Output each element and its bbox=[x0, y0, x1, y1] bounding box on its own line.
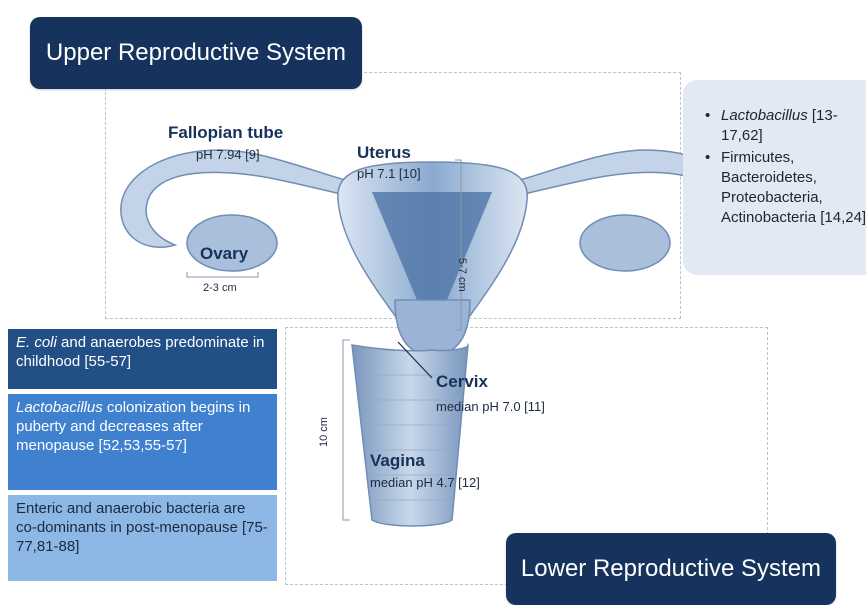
cervix-ph: median pH 7.0 [11] bbox=[436, 399, 545, 414]
uterus-label: Uterus bbox=[357, 143, 411, 163]
vagina-length-bracket bbox=[343, 340, 350, 520]
cervix-shape bbox=[395, 300, 470, 355]
postmenopause-microbiota-box: Enteric and anaerobic bacteria are co-do… bbox=[8, 495, 277, 581]
upper-reproductive-system-header: Upper Reproductive System bbox=[30, 17, 362, 89]
cervix-label: Cervix bbox=[436, 372, 488, 392]
ovary-size-bracket bbox=[187, 272, 258, 277]
ovary-label: Ovary bbox=[200, 244, 248, 264]
list-item: Firmicutes, Bacteroidetes, Proteobacteri… bbox=[705, 148, 866, 228]
lower-reproductive-system-header: Lower Reproductive System bbox=[506, 533, 836, 605]
upper-microbiota-list: Lactobacillus [13-17,62] Firmicutes, Bac… bbox=[705, 106, 866, 228]
puberty-microbiota-box: Lactobacillus colonization begins in pub… bbox=[8, 394, 277, 490]
fallopian-tube-ph: pH 7.94 [9] bbox=[196, 147, 260, 162]
ovary-right bbox=[580, 215, 670, 271]
fallopian-tube-label: Fallopian tube bbox=[168, 123, 283, 143]
vagina-length: 10 cm bbox=[318, 417, 330, 447]
vagina-ph: median pH 4.7 [12] bbox=[370, 475, 480, 490]
list-item: Lactobacillus [13-17,62] bbox=[705, 106, 866, 146]
upper-microbiota-panel: Lactobacillus [13-17,62] Firmicutes, Bac… bbox=[683, 80, 866, 275]
ovary-size: 2-3 cm bbox=[203, 282, 237, 294]
uterus-length: 5-7 cm bbox=[456, 258, 468, 292]
vagina-label: Vagina bbox=[370, 451, 425, 471]
uterus-ph: pH 7.1 [10] bbox=[357, 166, 421, 181]
childhood-microbiota-box: E. coli and anaerobes predominate in chi… bbox=[8, 329, 277, 389]
